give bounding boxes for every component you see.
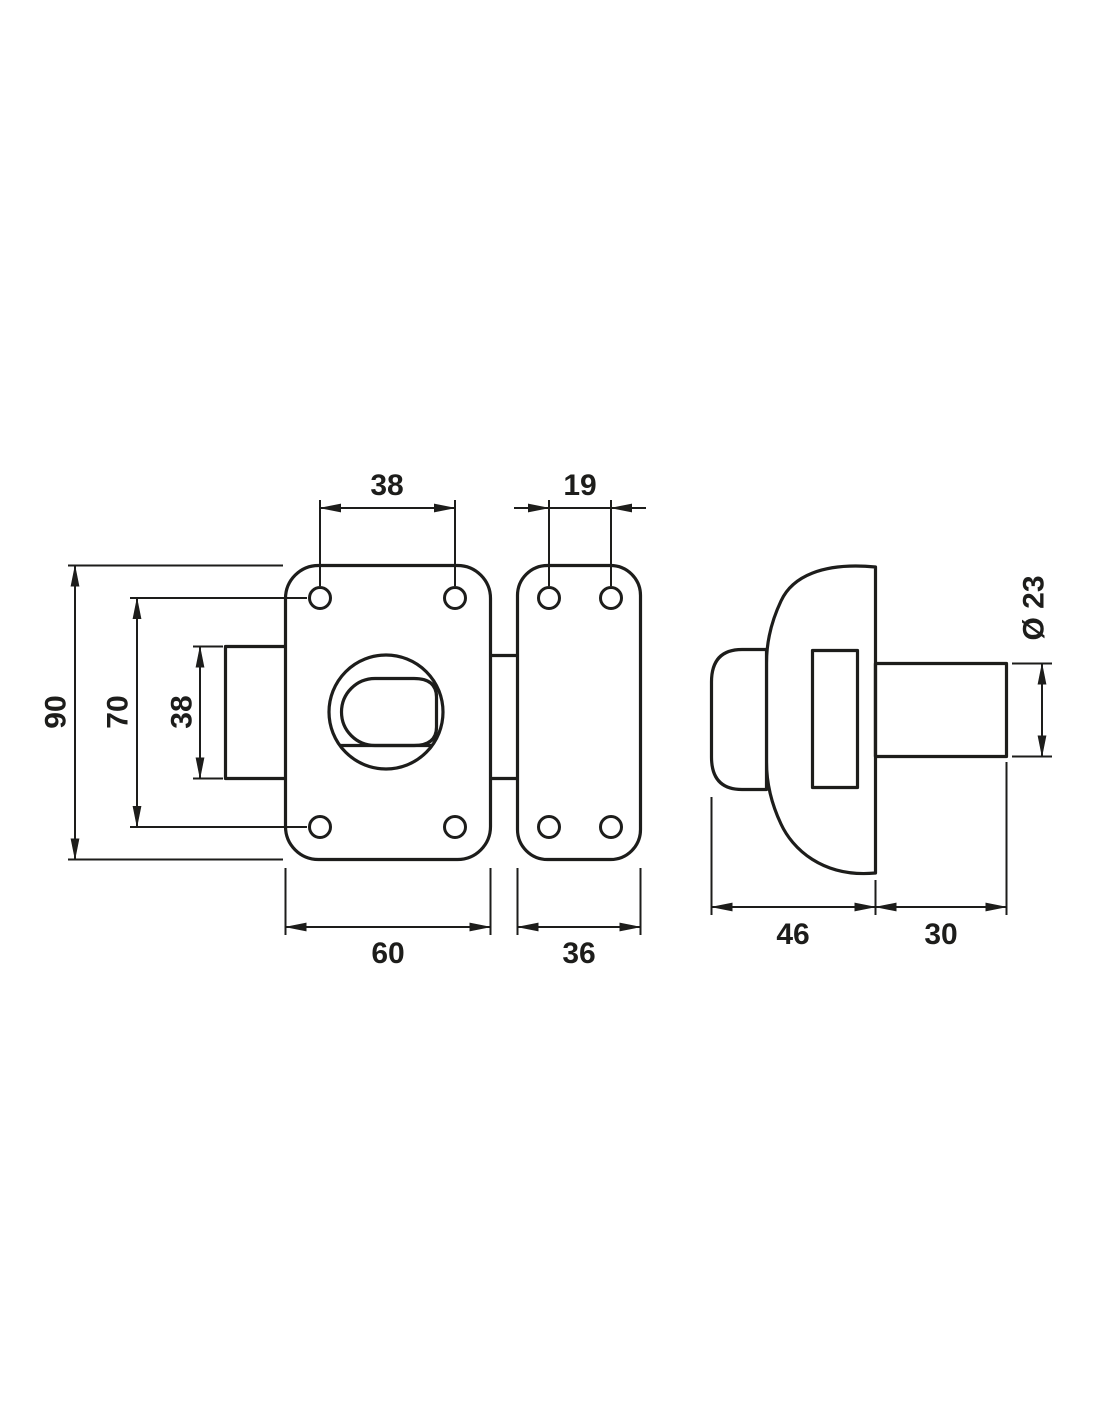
dim-label-body-depth: 46 [776,918,809,951]
dim-label-body-height: 90 [40,695,73,728]
dim-vertical-hole-spacing: 70 [102,597,307,828]
thumbturn-knob-front [339,676,439,748]
strike-hole-top-right [599,586,623,610]
screw-hole-bottom-right [443,815,467,839]
screw-hole-top-right [443,586,467,610]
dim-label-body-width: 60 [371,937,404,970]
dim-cylinder-diameter: Ø 23 [1012,575,1052,758]
screw-hole-bottom-left [308,815,332,839]
dim-strike-width: 36 [516,868,642,970]
front-view [223,563,517,862]
strike-plate-view [515,563,643,862]
bolt-housing-outline [223,644,286,781]
thumbturn-base-side [810,648,860,790]
dim-cylinder-length: 30 [874,762,1008,951]
thumbturn-knob-side [709,647,769,792]
dim-label-cylinder-diameter: Ø 23 [1018,575,1051,640]
dim-body-width: 60 [284,868,492,970]
dim-bolt-height: 38 [166,645,223,780]
strike-hole-bottom-right [599,815,623,839]
dim-label-strike-hole-spacing: 19 [563,469,596,502]
dim-body-height: 90 [40,564,283,861]
dim-label-cylinder-length: 30 [924,918,957,951]
dim-label-vertical-hole-spacing: 70 [102,695,135,728]
dimensions: 38 19 90 70 [40,469,1052,970]
lock-body-side-profile [764,564,878,876]
dim-front-hole-spacing: 38 [319,469,456,586]
dim-strike-hole-spacing: 19 [514,469,646,586]
dim-label-front-hole-spacing: 38 [370,469,403,502]
screw-hole-top-left [308,586,332,610]
dim-label-strike-width: 36 [562,937,595,970]
side-view [709,564,1009,876]
strike-hole-bottom-left [537,815,561,839]
strike-plate-outline [515,563,643,862]
dim-label-bolt-height: 38 [166,695,199,728]
dim-body-depth: 46 [710,797,877,951]
strike-hole-top-left [537,586,561,610]
cylinder-side [873,661,1009,759]
